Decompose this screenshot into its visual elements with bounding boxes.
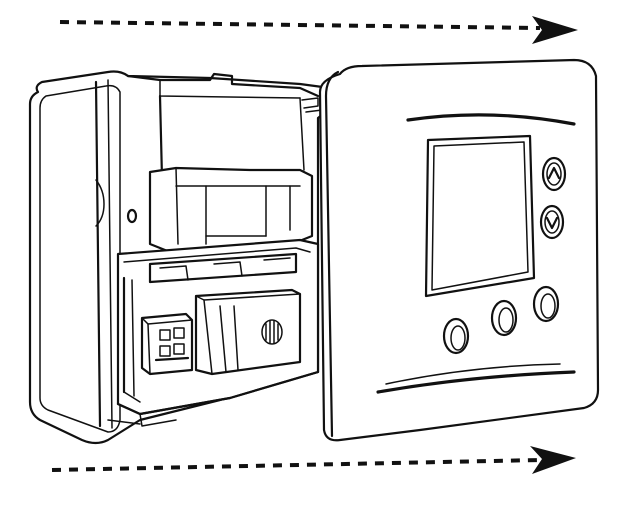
terminal-block — [140, 312, 194, 376]
mounting-hole — [126, 208, 138, 224]
bottom-direction-arrow — [51, 446, 576, 474]
front-button-right — [532, 285, 560, 323]
front-button-left — [442, 317, 470, 355]
front-button-middle — [490, 299, 518, 337]
wall-base — [28, 70, 332, 445]
vent-grille — [261, 319, 283, 345]
down-button — [539, 204, 565, 240]
front-cover — [318, 58, 600, 442]
top-direction-arrow — [59, 16, 578, 44]
up-button — [541, 156, 567, 192]
display-screen — [424, 134, 536, 298]
